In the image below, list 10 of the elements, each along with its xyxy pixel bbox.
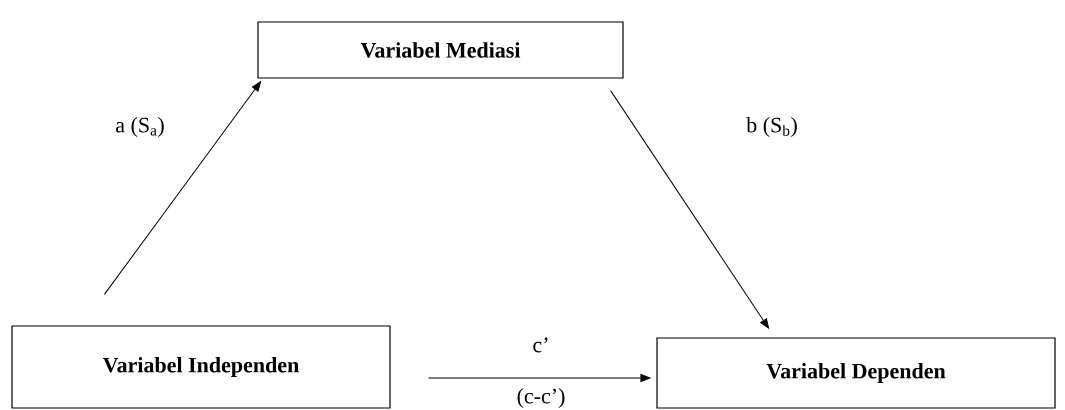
- arrow: [610, 90, 770, 329]
- label-text: (c-c’): [517, 388, 565, 408]
- edge-label: c’: [533, 337, 548, 353]
- arrow: [103, 81, 262, 295]
- arrow: [428, 374, 651, 382]
- edge-label: b (S$_{b}$): [746, 117, 797, 137]
- variable-box: Variabel Independen: [11, 325, 391, 409]
- variable-box: Variabel Mediasi: [257, 21, 624, 79]
- variable-box: Variabel Dependen: [656, 337, 1056, 409]
- edge-label: a (S$_{a}$): [116, 117, 164, 137]
